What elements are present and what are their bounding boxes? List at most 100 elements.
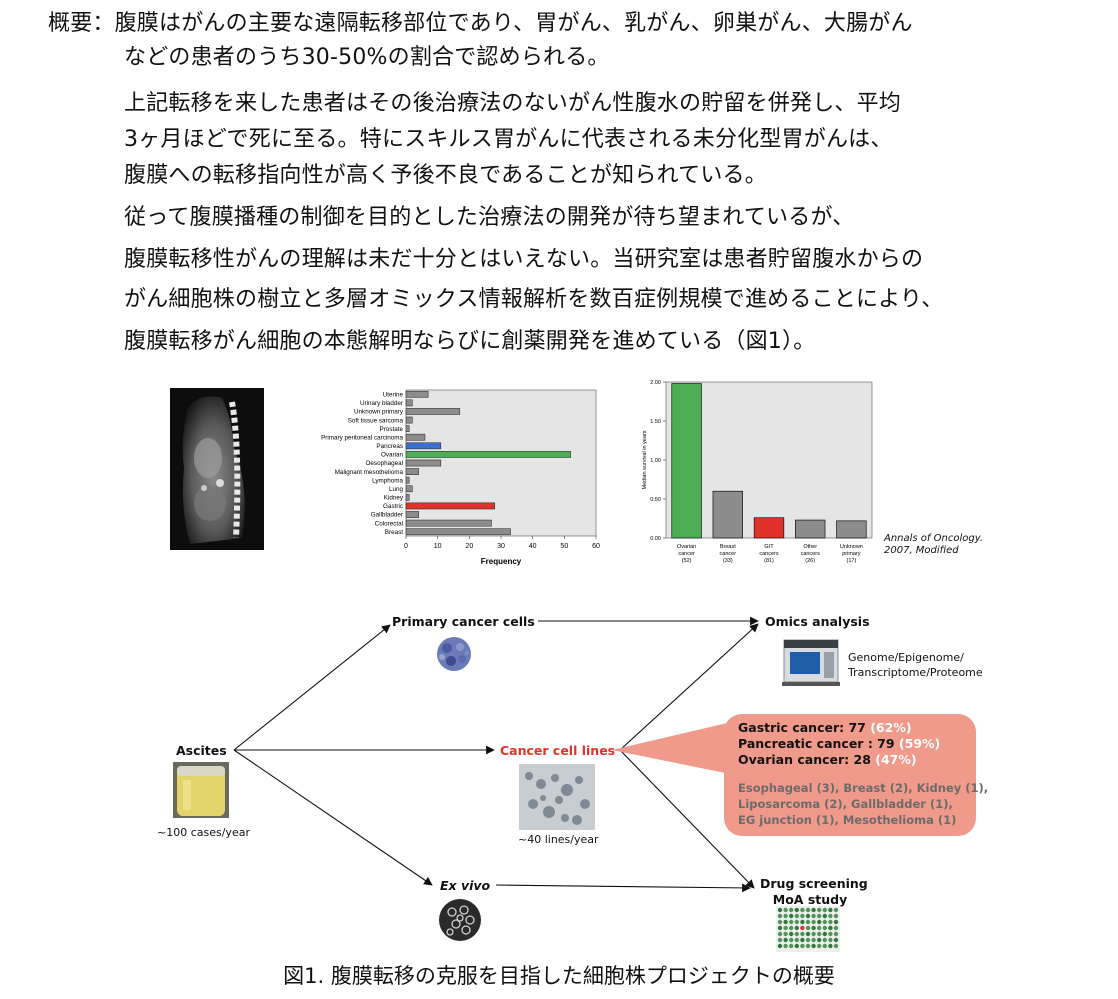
plate-well bbox=[822, 931, 827, 937]
arrow-ascites-to-primary bbox=[233, 624, 391, 751]
y-tick-label: 1.50 bbox=[650, 419, 661, 425]
y-tick-label: 1.00 bbox=[650, 458, 661, 464]
plate-well bbox=[833, 931, 839, 937]
plate-well bbox=[805, 919, 811, 925]
callout-other-line: Liposarcoma (2), Gallbladder (1), bbox=[738, 797, 953, 811]
abstract-line: 腹膜への転移指向性が高く予後不良であることが知られている。 bbox=[124, 163, 767, 188]
citation-line: 2007, Modified bbox=[884, 545, 959, 556]
abstract-line: 腹膜転移がん細胞の本態解明ならびに創薬開発を進めている（図1）。 bbox=[124, 329, 816, 354]
plate-well bbox=[811, 907, 816, 913]
bar bbox=[753, 517, 785, 539]
plate-well bbox=[833, 913, 839, 919]
ct-scan-image bbox=[170, 388, 264, 550]
plate-well bbox=[828, 931, 833, 937]
callout-other-line: EG junction (1), Mesothelioma (1) bbox=[738, 813, 957, 827]
plate-well bbox=[805, 937, 811, 943]
category-label: Oesophageal bbox=[366, 460, 403, 467]
bar bbox=[405, 390, 429, 398]
plate-well bbox=[783, 931, 788, 937]
category-label: Urinary bladder bbox=[360, 400, 403, 407]
bar bbox=[712, 490, 743, 539]
cancer-cell-lines-label: Cancer cell lines bbox=[500, 743, 616, 758]
primary-cell-cluster-image bbox=[437, 637, 471, 671]
x-tick-label: 60 bbox=[592, 543, 600, 550]
plate-well bbox=[777, 937, 783, 943]
plate-well bbox=[833, 937, 839, 943]
plate-well bbox=[828, 925, 833, 931]
bar bbox=[405, 408, 461, 415]
category-label: Lung bbox=[389, 486, 404, 493]
bar bbox=[671, 383, 702, 539]
category-label: Pancreas bbox=[376, 443, 403, 450]
plate-well bbox=[794, 919, 799, 925]
plate-well bbox=[789, 931, 794, 937]
category-label: Primary peritoneal carcinoma bbox=[321, 434, 403, 441]
citation: Annals of Oncology. 2007, Modified bbox=[884, 533, 983, 557]
category-label: cancers bbox=[801, 551, 821, 557]
plate-well bbox=[828, 919, 833, 925]
plate-well bbox=[811, 937, 816, 943]
y-tick-label: 0.50 bbox=[650, 497, 661, 503]
plate-well bbox=[822, 943, 827, 949]
abstract-line: 腹膜転移性がんの理解は未だ十分とはいえない。当研究室は患者貯留腹水からの bbox=[124, 247, 924, 272]
category-label: Other bbox=[803, 544, 817, 550]
plate-well bbox=[789, 925, 794, 931]
category-label: Soft tissue sarcoma bbox=[348, 417, 404, 424]
plate-well bbox=[805, 943, 811, 949]
ex-vivo-spheroid-image bbox=[439, 899, 481, 941]
callout-others: Esophageal (3), Breast (2), Kidney (1), … bbox=[738, 780, 988, 828]
plate-well bbox=[777, 931, 783, 937]
category-label: Unknown primary bbox=[354, 409, 404, 416]
ascites-label: Ascites bbox=[176, 743, 227, 758]
abstract-line: などの患者のうち30-50%の割合で認められる。 bbox=[124, 45, 610, 70]
arrow-exvivo-to-drug bbox=[495, 883, 751, 893]
x-tick-label: 30 bbox=[497, 543, 505, 550]
plate-well bbox=[800, 919, 805, 925]
plate-well bbox=[800, 925, 805, 931]
bar bbox=[405, 494, 410, 501]
plate-well bbox=[828, 937, 833, 943]
omics-description: Genome/Epigenome/ Transcriptome/Proteome bbox=[848, 650, 983, 680]
cell-line-stats-callout: Gastric cancer: 77 (62%) Pancreatic canc… bbox=[724, 714, 988, 836]
category-label: Gallbladder bbox=[371, 512, 403, 519]
plate-well bbox=[833, 907, 839, 913]
plate-well bbox=[789, 937, 794, 943]
primary-cancer-cells-label: Primary cancer cells bbox=[392, 614, 535, 629]
flow-diagram bbox=[233, 616, 759, 893]
bar bbox=[405, 528, 511, 536]
bar bbox=[405, 476, 410, 484]
callout-ovarian: Ovarian cancer: 28 (47%) bbox=[738, 752, 917, 767]
bar bbox=[405, 519, 492, 527]
bar bbox=[405, 399, 413, 407]
plate-well bbox=[794, 937, 799, 943]
bar bbox=[405, 433, 426, 441]
arrow-lines-to-omics bbox=[619, 623, 759, 751]
category-label: (26) bbox=[805, 558, 815, 564]
plate-well bbox=[794, 925, 799, 931]
x-tick-label: 0 bbox=[404, 543, 408, 550]
survival-bar-chart: 0.000.501.001.502.00 Ovariancancer(52)Br… bbox=[642, 380, 873, 564]
plate-well bbox=[794, 907, 799, 913]
plate-well bbox=[817, 919, 822, 925]
plate-well bbox=[805, 925, 811, 931]
plate-well bbox=[811, 925, 816, 931]
category-label: primary bbox=[842, 551, 861, 557]
plate-well bbox=[783, 943, 788, 949]
abstract-line: がん細胞株の樹立と多層オミックス情報解析を数百症例規模で進めることにより、 bbox=[124, 287, 944, 312]
category-label: (81) bbox=[764, 558, 774, 564]
callout-pancreatic: Pancreatic cancer : 79 (59%) bbox=[738, 736, 941, 751]
bar bbox=[405, 459, 442, 467]
y-axis-label: Median survival in years bbox=[642, 430, 648, 489]
plate-well bbox=[817, 937, 822, 943]
plate-well bbox=[833, 943, 839, 949]
cancer-cell-lines-image bbox=[519, 764, 595, 830]
plate-well bbox=[822, 919, 827, 925]
plate-well bbox=[794, 943, 799, 949]
ascites-jar-image bbox=[173, 762, 229, 818]
arrow-ascites-to-exvivo bbox=[233, 749, 433, 886]
bar bbox=[405, 425, 410, 432]
plate-well bbox=[783, 925, 788, 931]
x-axis-label: Frequency bbox=[481, 557, 522, 566]
plate-well bbox=[777, 913, 783, 919]
